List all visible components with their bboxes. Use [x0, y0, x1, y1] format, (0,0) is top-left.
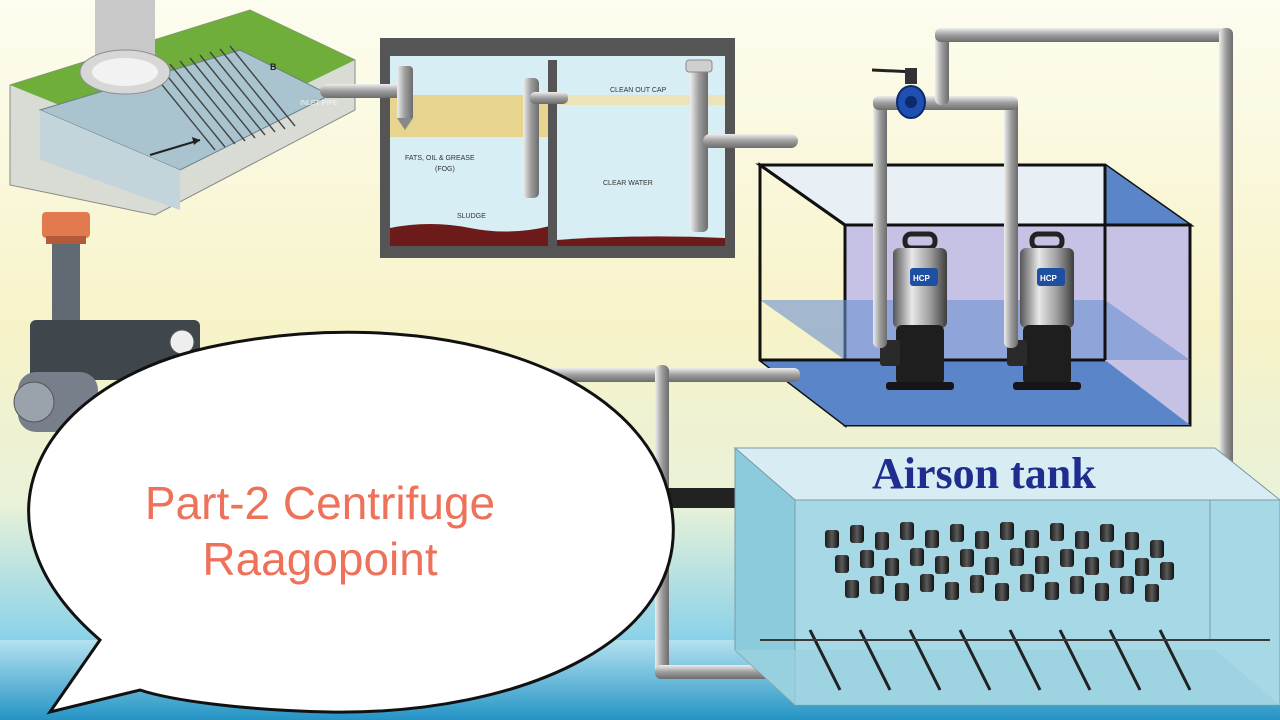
submersible-pump-icon — [1007, 231, 1081, 390]
sludge-label: SLUDGE — [457, 213, 486, 220]
pump-brand-label-1: HCP — [913, 274, 931, 283]
clear-water-label: CLEAR WATER — [603, 180, 653, 187]
screen-channel — [9, 0, 356, 216]
bubble-line-1: Part-2 Centrifuge — [144, 477, 496, 529]
pump-brand-label-2: HCP — [1040, 274, 1058, 283]
bio-media — [825, 522, 1174, 602]
speech-bubble — [27, 330, 675, 715]
channel-mark: B — [270, 62, 277, 72]
clean-out-cap-label: CLEAN OUT CAP — [610, 87, 667, 94]
fog-label-line1: FATS, OIL & GREASE — [405, 155, 475, 162]
submersible-pump-icon — [880, 231, 954, 390]
pump-tank — [755, 162, 1195, 429]
bubble-line-2: Raagopoint — [202, 533, 438, 585]
fog-label-line2: (FOG) — [435, 166, 455, 173]
airson-tank-title: Airson tank — [872, 449, 1096, 498]
grease-trap — [380, 38, 735, 258]
butterfly-valve-icon — [871, 68, 926, 119]
inlet-pipe-label: INLET PIPE — [300, 100, 338, 107]
bubble-caption: Part-2 Centrifuge Raagopoint — [40, 475, 600, 587]
